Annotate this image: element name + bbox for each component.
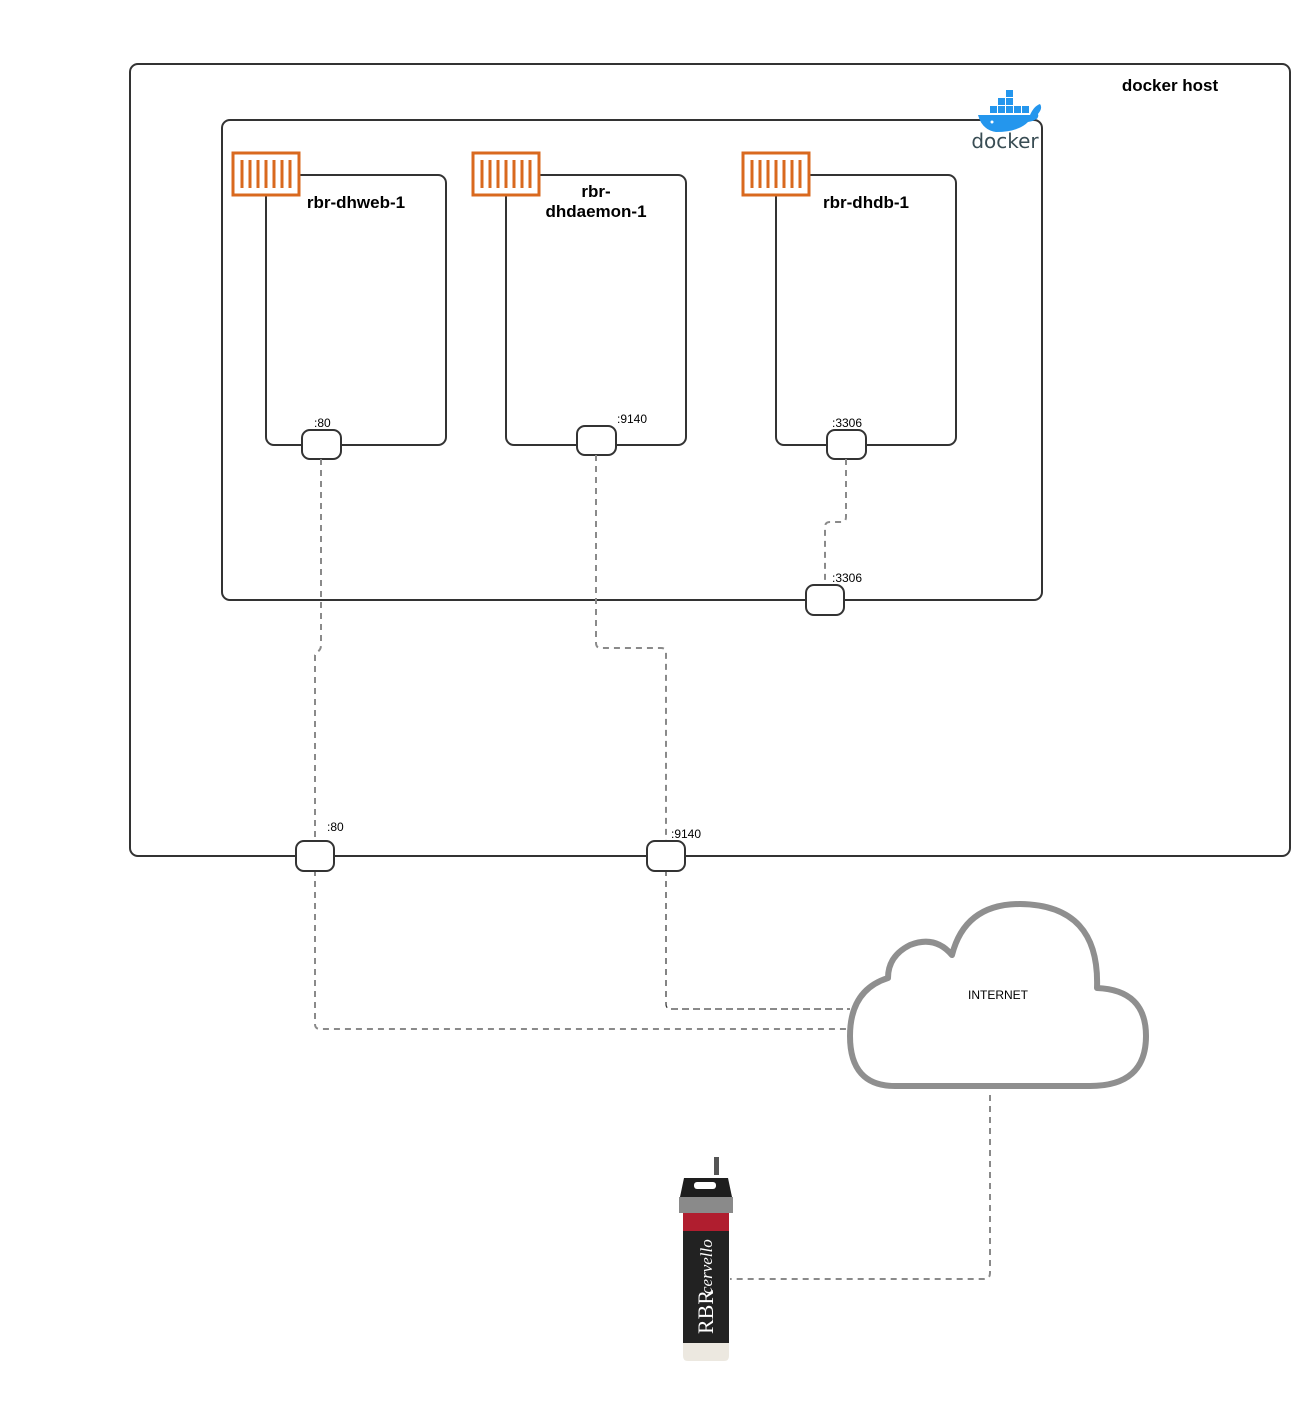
- host-port-80[interactable]: [295, 840, 335, 872]
- host-port-label: :9140: [671, 827, 701, 841]
- container-port-label: :9140: [617, 412, 647, 426]
- container-rbr-dhdb-1[interactable]: rbr-dhdb-1 :3306: [741, 151, 957, 460]
- container-icon: [741, 151, 811, 197]
- connector-db-to-network: [824, 459, 847, 585]
- container-rbr-dhdaemon-1[interactable]: rbr- dhdaemon-1 :9140: [471, 151, 687, 456]
- connector-device-to-internet: [730, 1095, 991, 1280]
- container-icon: [471, 151, 541, 197]
- container-name-line1: rbr-: [581, 182, 610, 201]
- docker-logo-icon: docker: [971, 90, 1042, 153]
- docker-host-box[interactable]: [129, 63, 1291, 857]
- connector-host9140-to-internet-a: [665, 870, 850, 1010]
- connector-daemon-to-host: [595, 455, 667, 840]
- container-name-line2: dhdaemon-1: [545, 202, 646, 221]
- docker-logo-text: docker: [971, 129, 1039, 153]
- container-port-label: :80: [314, 416, 331, 430]
- container-icon: [231, 151, 301, 197]
- host-port-9140[interactable]: [646, 840, 686, 872]
- connector-web-to-host: [314, 459, 322, 840]
- container-name: rbr-dhdb-1: [823, 193, 909, 212]
- internet-label: INTERNET: [968, 988, 1029, 1002]
- docker-network-box[interactable]: [221, 119, 1043, 601]
- internet-cloud-icon[interactable]: INTERNET: [847, 901, 1149, 1089]
- host-port-label: :80: [327, 820, 344, 834]
- device-model: cervello: [697, 1239, 716, 1294]
- network-port-label: :3306: [832, 571, 862, 585]
- device-brand: RBR: [693, 1290, 718, 1334]
- docker-host-label: docker host: [1122, 76, 1219, 95]
- network-port-3306[interactable]: [805, 584, 845, 616]
- rbr-cervello-device-icon[interactable]: RBR cervello: [679, 1157, 733, 1361]
- container-port[interactable]: [826, 429, 867, 460]
- connector-host80-to-internet: [314, 870, 850, 1030]
- container-box[interactable]: [775, 174, 957, 446]
- container-name: rbr-dhweb-1: [307, 193, 405, 212]
- container-rbr-dhweb-1[interactable]: rbr-dhweb-1 :80: [231, 151, 447, 460]
- container-port-label: :3306: [832, 416, 862, 430]
- container-port[interactable]: [301, 429, 342, 460]
- container-box[interactable]: [265, 174, 447, 446]
- container-port[interactable]: [576, 425, 617, 456]
